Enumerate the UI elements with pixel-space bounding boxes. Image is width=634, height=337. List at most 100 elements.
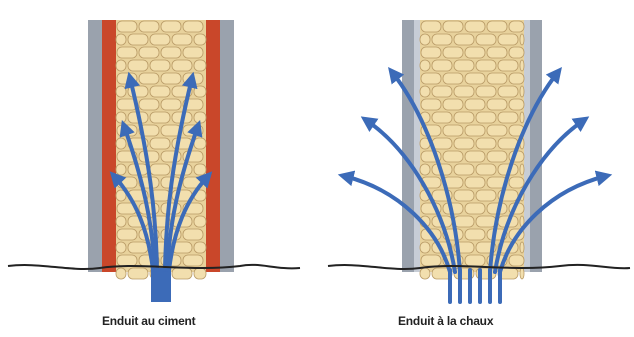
caption-lime-render: Enduit à la chaux: [398, 314, 493, 328]
stone: [116, 138, 126, 149]
stone: [117, 47, 137, 58]
stone: [443, 125, 463, 136]
stone: [465, 125, 485, 136]
lime-layer-left: [414, 20, 420, 272]
stone: [117, 73, 137, 84]
cement-wall-panel: [8, 20, 300, 302]
stone: [454, 60, 474, 71]
stone: [421, 255, 441, 266]
stone: [194, 112, 206, 123]
stone: [465, 99, 485, 110]
stone: [432, 34, 452, 45]
stone: [465, 203, 485, 214]
stone: [116, 216, 126, 227]
stone: [420, 242, 430, 253]
stone: [172, 60, 192, 71]
stone: [509, 255, 524, 266]
stone: [443, 151, 463, 162]
stone: [476, 190, 496, 201]
stone: [172, 34, 192, 45]
stone: [116, 34, 126, 45]
stone: [117, 255, 137, 266]
stone: [139, 99, 159, 110]
stone: [421, 21, 441, 32]
stone: [443, 47, 463, 58]
stone: [476, 216, 496, 227]
stone: [116, 86, 126, 97]
stone: [520, 242, 524, 253]
stone: [161, 203, 181, 214]
stone: [150, 86, 170, 97]
stone: [139, 21, 159, 32]
stone: [498, 86, 518, 97]
stone: [509, 47, 524, 58]
stone: [432, 112, 452, 123]
stone: [476, 86, 496, 97]
stone: [161, 73, 181, 84]
moisture-source-cement: [151, 268, 171, 302]
stone: [454, 164, 474, 175]
stone: [421, 47, 441, 58]
stone: [161, 47, 181, 58]
stone: [465, 73, 485, 84]
stone: [194, 164, 206, 175]
stone: [194, 216, 206, 227]
stone: [520, 86, 524, 97]
stone: [194, 242, 206, 253]
caption-cement-render: Enduit au ciment: [102, 314, 195, 328]
stone: [476, 112, 496, 123]
stone: [194, 86, 206, 97]
stone: [487, 99, 507, 110]
stone: [150, 34, 170, 45]
stone: [520, 164, 524, 175]
stone: [454, 190, 474, 201]
stone: [487, 125, 507, 136]
stone: [161, 99, 181, 110]
stone: [117, 229, 137, 240]
stone: [476, 34, 496, 45]
stone: [150, 60, 170, 71]
stone: [420, 86, 430, 97]
stone: [139, 47, 159, 58]
stone: [116, 242, 126, 253]
lime-wall-panel: [328, 20, 630, 302]
stone: [465, 21, 485, 32]
stone: [420, 34, 430, 45]
stone: [194, 268, 206, 279]
stone: [465, 229, 485, 240]
cement-wall-outer-render-left: [88, 20, 104, 272]
stone: [420, 268, 430, 279]
stone: [498, 112, 518, 123]
stone: [183, 255, 203, 266]
stone: [520, 268, 524, 279]
stone: [476, 60, 496, 71]
lime-layer-right: [524, 20, 530, 272]
stone: [139, 73, 159, 84]
stone: [194, 34, 206, 45]
stone: [421, 99, 441, 110]
stone: [421, 73, 441, 84]
stone: [476, 164, 496, 175]
stone: [161, 21, 181, 32]
stone: [487, 73, 507, 84]
stone: [443, 99, 463, 110]
stone: [150, 138, 170, 149]
stone: [454, 86, 474, 97]
stone: [432, 86, 452, 97]
stone: [183, 47, 203, 58]
stone: [520, 112, 524, 123]
stone: [194, 138, 206, 149]
stone: [487, 21, 507, 32]
stone: [509, 21, 524, 32]
stone: [509, 177, 524, 188]
stone: [150, 164, 170, 175]
stone: [465, 47, 485, 58]
lime-wall-outer-render-right: [528, 20, 542, 272]
stone: [465, 151, 485, 162]
stone: [443, 73, 463, 84]
stone: [498, 34, 518, 45]
lime-wall-outer-render-left: [402, 20, 416, 272]
stone: [172, 268, 192, 279]
stone: [128, 60, 148, 71]
